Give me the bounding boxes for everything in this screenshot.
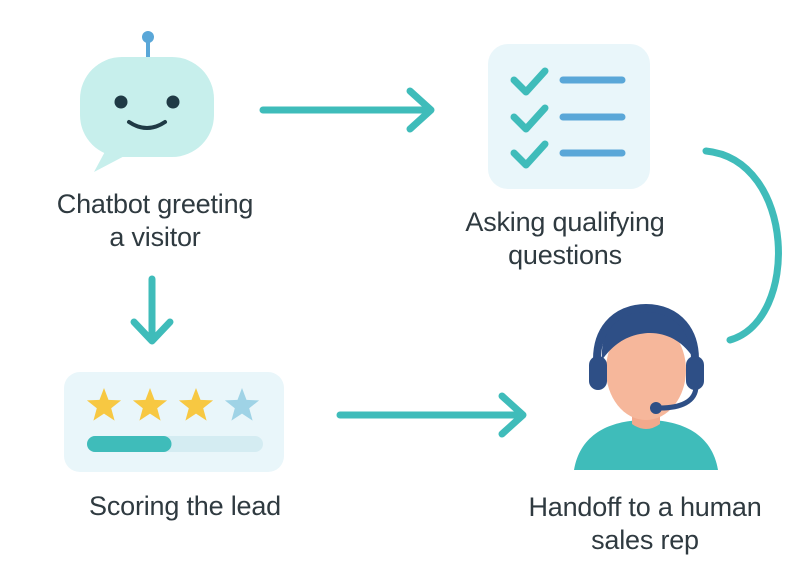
star-rating — [86, 388, 260, 421]
step-label-score: Scoring the lead — [60, 490, 310, 523]
step-label-handoff: Handoff to a human sales rep — [510, 491, 780, 557]
star-filled-icon — [178, 388, 214, 421]
shirt — [574, 420, 718, 470]
check-icon — [510, 67, 549, 96]
chatbot-left-eye — [114, 95, 128, 109]
label-line: a visitor — [109, 222, 201, 252]
antenna-bulb — [142, 31, 154, 43]
sales-rep-icon — [574, 303, 718, 470]
arrow-right-top — [259, 87, 435, 133]
label-line: Chatbot greeting — [56, 189, 254, 219]
label-line: sales rep — [591, 525, 699, 555]
label-line: Asking qualifying — [465, 207, 665, 237]
arrow-down-left — [130, 275, 174, 345]
arrow-right-bottom — [336, 392, 527, 438]
curved-connector — [702, 147, 782, 344]
star-filled-icon — [86, 388, 122, 421]
hair — [601, 306, 693, 360]
star-empty-icon — [224, 388, 260, 421]
step-label-qualify: Asking qualifying questions — [440, 206, 690, 272]
step-label-greet: Chatbot greeting a visitor — [30, 188, 280, 254]
chatbot-icon — [80, 31, 214, 172]
score-card — [64, 372, 284, 472]
headset-mic-boom — [657, 383, 699, 411]
label-line: questions — [508, 240, 622, 270]
label-line: Scoring the lead — [89, 491, 281, 521]
chatbot-smile — [127, 120, 167, 130]
face — [606, 320, 686, 420]
headset-mic — [650, 402, 662, 414]
right-earcup — [686, 356, 704, 390]
star-filled-icon — [132, 388, 168, 421]
progress-fill — [87, 436, 172, 452]
check-icon — [510, 140, 549, 169]
chatbot-face — [80, 57, 214, 157]
lead-score-icon — [64, 372, 284, 472]
left-earcup — [589, 356, 607, 390]
check-icon — [510, 104, 549, 133]
label-line: Handoff to a human — [528, 492, 762, 522]
headset-band — [593, 303, 699, 376]
chatbot-right-eye — [166, 95, 180, 109]
checklist-icon — [488, 44, 650, 189]
